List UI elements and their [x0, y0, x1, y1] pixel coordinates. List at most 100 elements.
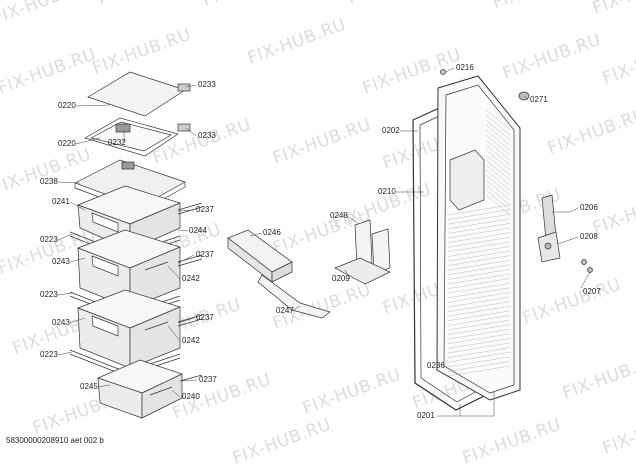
hinge-assembly — [537, 194, 593, 273]
leader-line — [57, 181, 81, 184]
door-rib — [447, 287, 511, 298]
leader-line — [75, 104, 111, 107]
door-rib — [447, 333, 511, 344]
part-number-0242: 0242 — [182, 336, 200, 345]
leader-line — [177, 229, 189, 232]
part-number-0238: 0238 — [40, 177, 58, 186]
door-rib — [485, 154, 511, 176]
door-rib — [485, 174, 511, 196]
door-rib — [447, 365, 511, 377]
leader-line — [57, 292, 73, 296]
part-number-0241: 0241 — [52, 197, 70, 206]
part-number-0216: 0216 — [456, 63, 474, 72]
part-number-0210: 0210 — [378, 187, 396, 196]
leader-line — [346, 215, 357, 223]
door-rib — [485, 129, 511, 151]
leader-line — [249, 232, 263, 237]
leader-line — [177, 254, 195, 264]
leader-line — [57, 351, 73, 356]
door-rib — [485, 164, 511, 186]
leader-line — [171, 389, 181, 398]
door-top-pin-0216 — [440, 69, 446, 75]
door-rib — [447, 246, 511, 257]
door-rib — [485, 169, 511, 191]
shelf-bracket-top — [177, 83, 191, 92]
leader-line — [291, 305, 301, 312]
leader-line — [69, 257, 86, 263]
part-number-0206: 0206 — [580, 203, 598, 212]
part-number-0233: 0233 — [198, 80, 216, 89]
door-rib — [485, 189, 511, 211]
door-rib — [447, 260, 511, 271]
door-rib — [447, 338, 511, 349]
drawer-three — [77, 289, 203, 369]
leader-line — [580, 271, 591, 289]
part-number-0236: 0236 — [427, 361, 445, 370]
door-rib — [485, 114, 511, 136]
door-rib — [447, 255, 511, 266]
door-rib — [447, 214, 511, 225]
leader-line — [179, 379, 198, 382]
door-rib — [485, 109, 511, 131]
door-rib — [447, 273, 511, 285]
part-number-0232: 0232 — [108, 138, 126, 147]
leader-line — [167, 325, 181, 342]
shelf-frame-second — [84, 117, 191, 157]
door-rib — [447, 301, 511, 312]
part-number-0240: 0240 — [182, 392, 200, 401]
door-rib — [447, 227, 511, 239]
diagram-footer-code: 58300000208910 aet 002 b — [6, 436, 104, 445]
door-rib — [447, 237, 511, 248]
part-number-0220: 0220 — [58, 139, 76, 148]
door-rib — [485, 179, 511, 201]
door-rib — [447, 232, 511, 243]
door-rib — [447, 218, 511, 229]
part-number-0271: 0271 — [530, 95, 548, 104]
part-number-0243: 0243 — [52, 318, 70, 327]
door-rib — [447, 296, 511, 308]
part-number-0223: 0223 — [40, 350, 58, 359]
part-number-0244: 0244 — [189, 226, 207, 235]
door-rib — [447, 209, 511, 220]
door-liner-ribs — [447, 109, 511, 377]
leader-line — [69, 317, 86, 324]
door-rib — [485, 194, 511, 216]
door-rib — [485, 184, 511, 206]
door-rib — [447, 241, 511, 252]
part-number-0208: 0208 — [580, 232, 598, 241]
leader-line — [177, 317, 195, 324]
part-number-0246: 0246 — [263, 228, 281, 237]
leader-line — [75, 137, 101, 145]
part-number-0245: 0245 — [80, 382, 98, 391]
leader-line — [569, 207, 579, 213]
part-number-0237: 0237 — [196, 313, 214, 322]
part-number-0209: 0209 — [332, 274, 350, 283]
leader-line — [523, 95, 529, 101]
door-inner-liner — [436, 75, 521, 401]
part-number-0248: 0248 — [330, 211, 348, 220]
leader-line — [57, 233, 73, 241]
leader-line — [177, 209, 195, 212]
leader-line — [443, 365, 455, 373]
leader-lines — [57, 67, 591, 417]
leader-line — [557, 236, 579, 245]
part-number-0237: 0237 — [199, 375, 217, 384]
part-number-0243: 0243 — [52, 257, 70, 266]
part-number-0207: 0207 — [583, 287, 601, 296]
leader-line — [185, 127, 197, 137]
door-rib — [447, 310, 511, 321]
door-rib — [485, 134, 511, 156]
leader-line — [344, 269, 351, 280]
door-rib — [485, 149, 511, 171]
ice-tray-assembly — [227, 229, 331, 319]
part-number-0242: 0242 — [182, 274, 200, 283]
door-rib — [485, 159, 511, 181]
door-rib — [447, 292, 511, 303]
part-number-0220: 0220 — [58, 101, 76, 110]
part-number-0247: 0247 — [276, 306, 294, 315]
door-rib — [447, 269, 511, 280]
door-rib — [485, 124, 511, 146]
leader-line — [185, 84, 197, 88]
leader-line — [97, 384, 111, 388]
